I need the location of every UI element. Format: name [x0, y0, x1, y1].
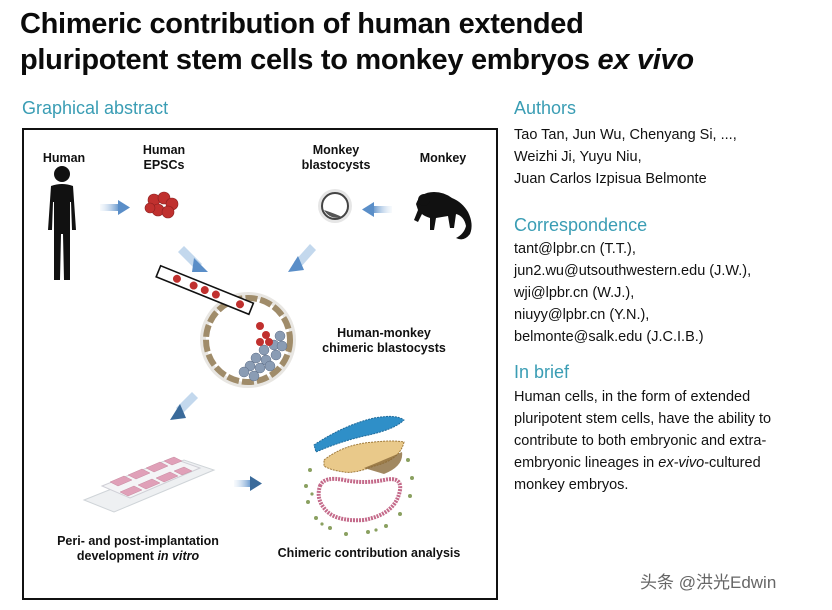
epsc-cluster-icon — [144, 191, 179, 219]
email-link[interactable]: wji@lpbr.cn (W.J.), — [514, 285, 635, 301]
chimeric-embryo-icon — [304, 415, 414, 536]
authors-list: Tao Tan, Jun Wu, Chenyang Si, ..., Weizh… — [514, 124, 737, 190]
label-human: Human — [42, 151, 86, 165]
label-development: Peri- and post-implantation development … — [57, 534, 219, 563]
label-chimeric-blastocysts: Human-monkey chimeric blastocysts — [322, 326, 446, 355]
label-human-epscs: Human EPSCs — [142, 143, 186, 172]
arrow-icon — [234, 476, 262, 491]
arrow-icon — [170, 392, 198, 420]
watermark: 头条 @洪光Edwin — [640, 573, 777, 592]
human-silhouette-icon — [48, 166, 76, 280]
author-line: Tao Tan, Jun Wu, Chenyang Si, ..., — [514, 127, 737, 143]
label-analysis: Chimeric contribution analysis — [277, 546, 461, 560]
email-link[interactable]: tant@lpbr.cn (T.T.), — [514, 241, 636, 257]
in-brief-heading: In brief — [514, 362, 570, 382]
author-line: Weizhi Ji, Yuyu Niu, — [514, 149, 642, 165]
culture-slide-icon — [82, 456, 216, 513]
monkey-silhouette-icon — [414, 192, 472, 240]
author-line: Juan Carlos Izpisua Belmonte — [514, 171, 707, 187]
correspondence-heading: Correspondence — [514, 215, 648, 235]
in-brief-text: Human cells, in the form of extended plu… — [514, 389, 772, 493]
arrow-icon — [100, 200, 130, 215]
email-link[interactable]: belmonte@salk.edu (J.C.I.B.) — [514, 329, 704, 345]
email-link[interactable]: niuyy@lpbr.cn (Y.N.), — [514, 307, 650, 323]
correspondence-list: tant@lpbr.cn (T.T.), jun2.wu@utsouthwest… — [514, 238, 751, 348]
arrow-icon — [178, 244, 316, 272]
graphical-abstract-figure: Human Human EPSCs Monkey blastocysts Mon… — [22, 128, 498, 600]
email-link[interactable]: jun2.wu@utsouthwestern.edu (J.W.), — [514, 263, 752, 279]
chimeric-blastocyst-icon — [155, 264, 296, 388]
graphical-abstract-artwork — [48, 166, 472, 536]
arrow-icon — [362, 202, 392, 217]
title-line-1: Chimeric contribution of human extended — [20, 8, 584, 40]
monkey-blastocyst-icon — [318, 189, 352, 223]
paper-title: Chimeric contribution of human extended … — [20, 6, 820, 78]
graphical-abstract-heading: Graphical abstract — [22, 98, 169, 118]
title-line-2: pluripotent stem cells to monkey embryos… — [20, 44, 694, 76]
label-monkey-blastocysts: Monkey blastocysts — [301, 143, 371, 172]
label-monkey: Monkey — [419, 151, 467, 165]
authors-heading: Authors — [514, 98, 577, 118]
